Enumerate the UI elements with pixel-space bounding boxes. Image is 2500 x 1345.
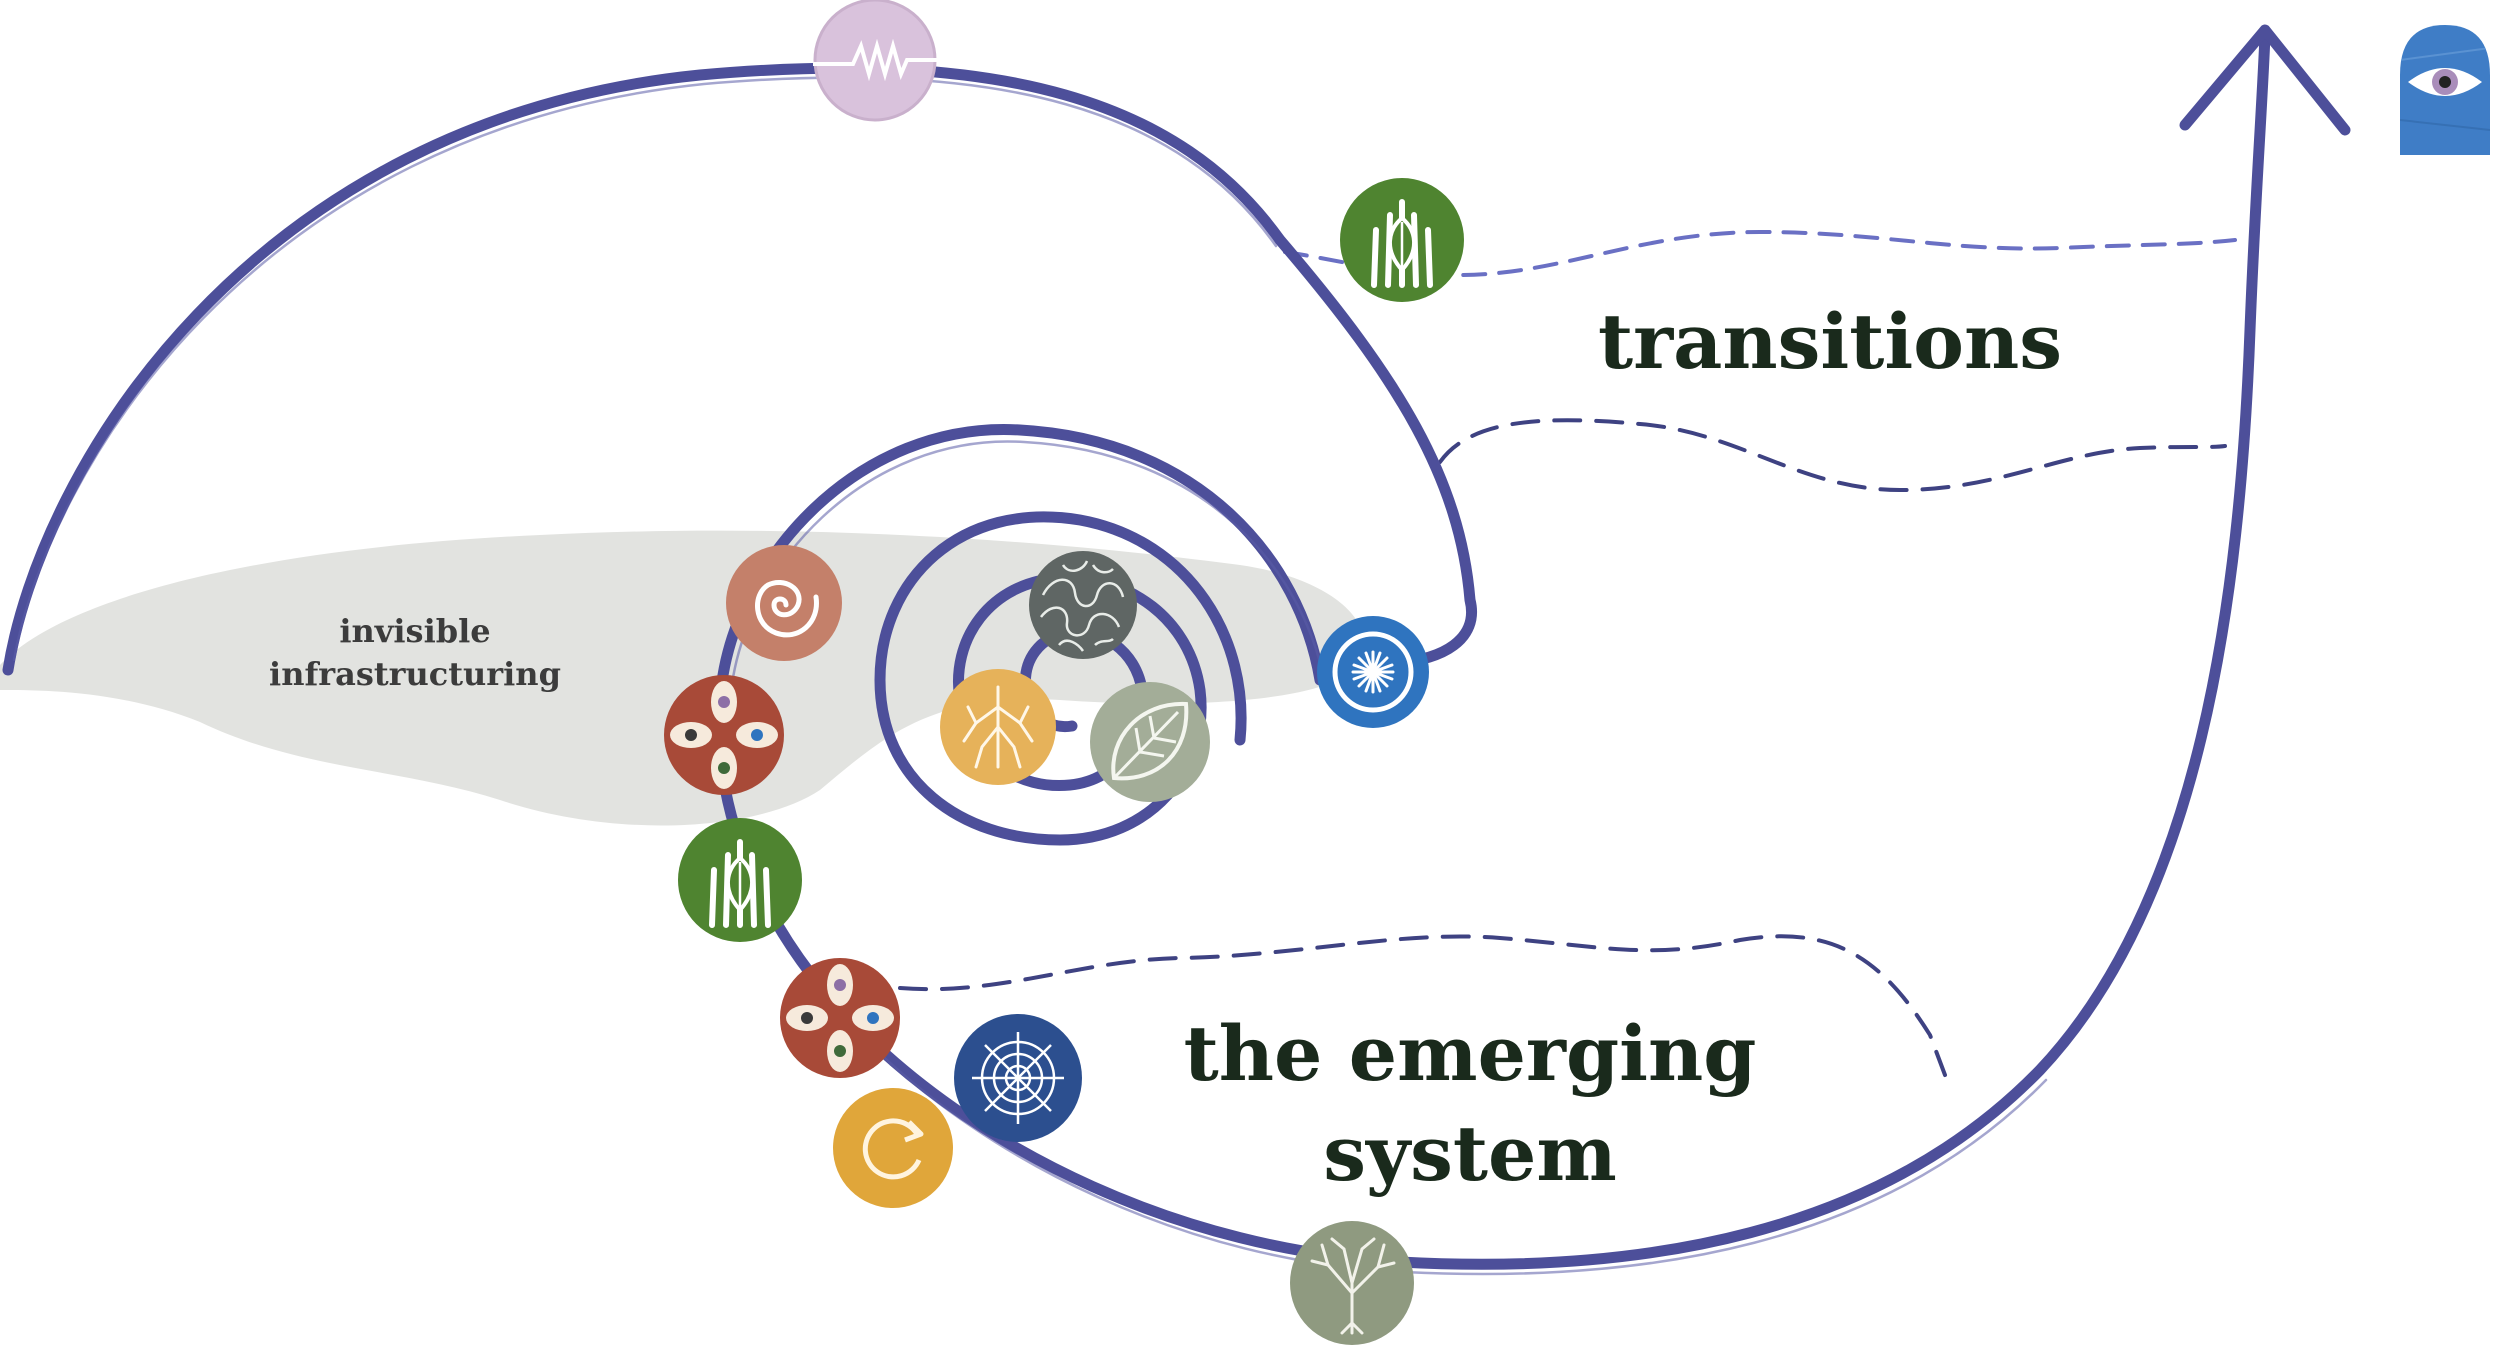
leaf-icon <box>1090 682 1210 802</box>
transitions-label: transitions <box>1598 297 2062 386</box>
eye-door-icon <box>2400 25 2490 155</box>
dashed-flow-middle <box>1438 418 2227 493</box>
four-eyes-icon <box>664 675 784 795</box>
roots-icon <box>940 669 1056 785</box>
pulse-wave-icon <box>813 0 937 122</box>
spiral-icon <box>726 545 842 661</box>
bare-tree-icon <box>1290 1221 1414 1345</box>
hands-leaf-icon <box>1340 178 1464 302</box>
dashed-flow-top <box>1283 229 2237 278</box>
spiral-path <box>2 24 2351 1276</box>
hands-leaf-icon <box>678 818 802 942</box>
emerging-system-label-line2: system <box>1323 1109 1617 1198</box>
four-eyes-icon <box>780 958 900 1078</box>
radial-burst-icon <box>1317 616 1429 728</box>
cycle-arrow-icon <box>833 1088 953 1208</box>
spider-web-icon <box>954 1014 1082 1142</box>
coral-texture-icon <box>1029 551 1137 659</box>
dashed-flow-bottom <box>898 934 1947 1077</box>
infrastructuring-band <box>0 530 1365 826</box>
invisible-infrastructuring-label-line1: invisible <box>339 612 490 650</box>
invisible-infrastructuring-label-line2: infrastructuring <box>269 655 561 693</box>
emerging-system-label-line1: the emerging <box>1184 1009 1757 1098</box>
